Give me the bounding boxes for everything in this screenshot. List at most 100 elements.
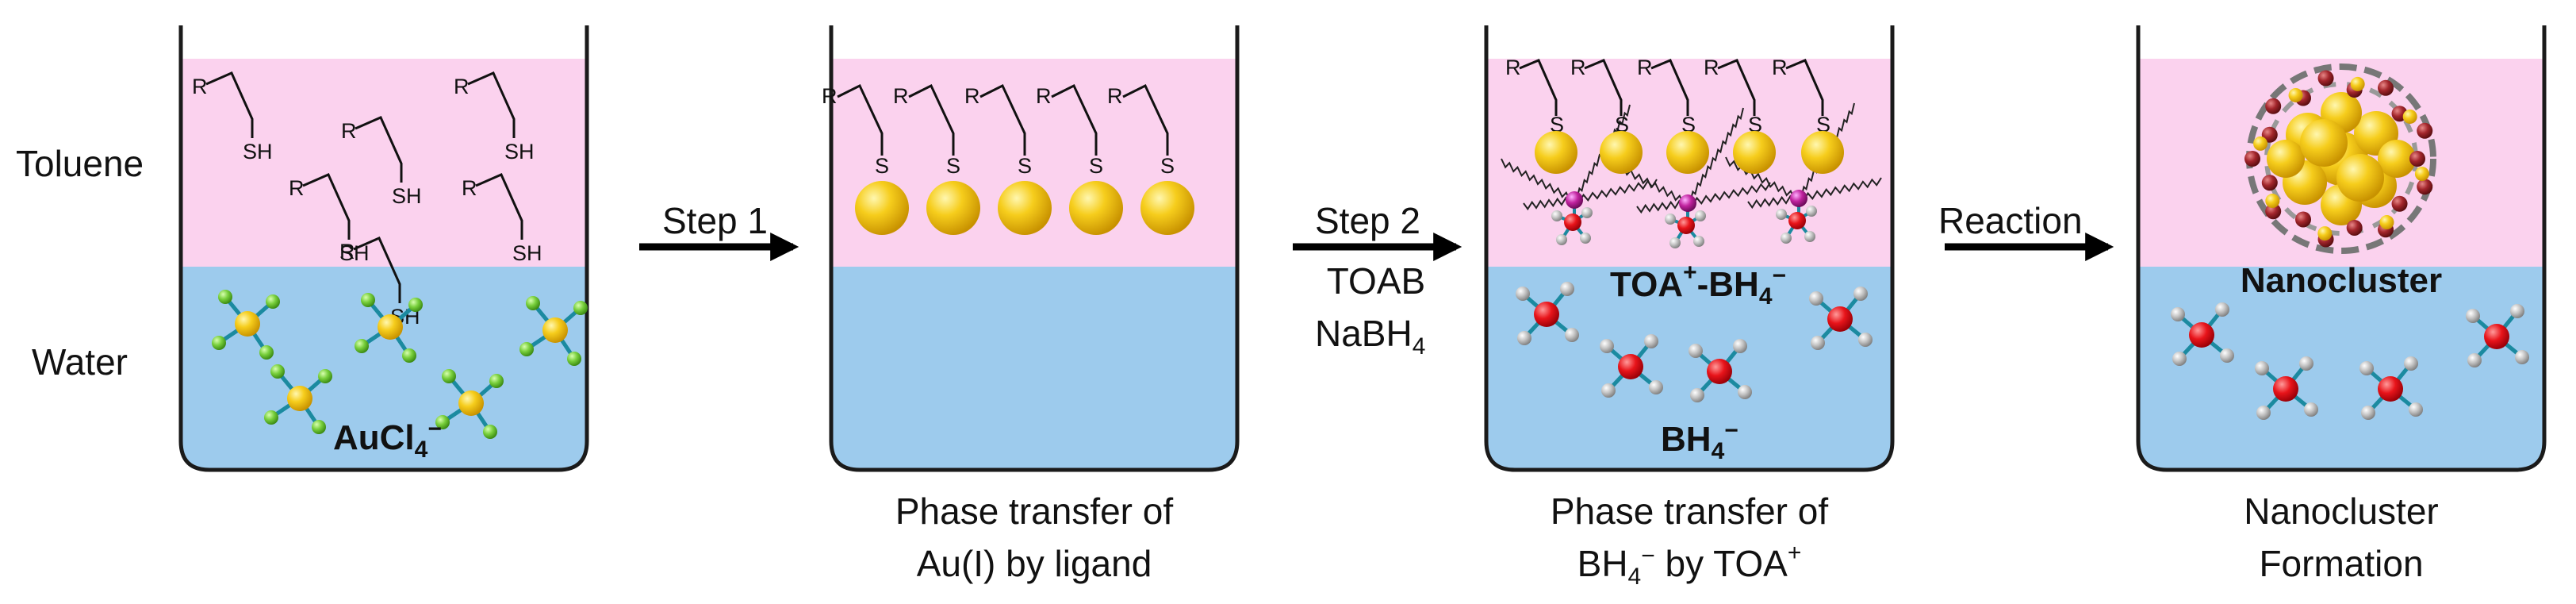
alkyl-chain: [1636, 199, 1689, 214]
toa-bh4-ion-pair: [1776, 190, 1817, 244]
hydrogen-atom: [2409, 402, 2423, 417]
bh4-label: BH4−: [1661, 417, 1738, 464]
beaker-2-water-phase: [831, 267, 1237, 470]
hydrogen-atom: [1693, 236, 1704, 247]
cluster-sulfur-atom: [2244, 151, 2260, 167]
cluster-gold-atom: [2336, 154, 2384, 202]
gold-thiolate-complex: RS: [893, 83, 980, 235]
boron-atom: [2484, 324, 2509, 349]
hydrogen-atom: [1689, 344, 1703, 358]
cluster-sulfur-atom: [2417, 179, 2433, 195]
chlorine-atom: [519, 342, 534, 356]
beaker-1-water-phase: [181, 267, 587, 470]
borohydride-molecule: [1516, 282, 1579, 345]
borohydride-molecule: [1600, 334, 1663, 398]
svg-text:R: R: [1704, 56, 1719, 79]
cluster-staple-gold-atom: [2288, 87, 2303, 102]
svg-text:R: R: [454, 75, 470, 98]
chlorine-atom: [264, 410, 278, 425]
gold-sphere: [998, 181, 1052, 235]
alkyl-chain: [1798, 177, 1882, 202]
hydrogen-atom: [2299, 356, 2313, 371]
gold-thiolate-complex: RS: [1704, 56, 1776, 174]
svg-text:R: R: [1505, 56, 1521, 79]
chlorine-atom: [361, 293, 375, 307]
beaker-4-water-phase: [2138, 267, 2544, 470]
cluster-staple-gold-atom: [2317, 226, 2333, 241]
chlorine-atom: [483, 425, 497, 439]
chlorine-atom: [489, 374, 504, 388]
chlorine-atom: [270, 364, 285, 379]
thiol-molecule: R SH: [192, 71, 273, 164]
chlorine-atom: [212, 336, 226, 350]
beaker-3-water-phase: [1486, 267, 1892, 470]
borohydride-molecule: [2466, 304, 2529, 367]
hydrogen-atom: [1551, 210, 1562, 221]
chlorine-atom: [567, 352, 581, 366]
toa-bh4-ion-pair: [1551, 191, 1593, 245]
cluster-sulfur-atom: [2261, 175, 2278, 191]
boron-atom: [1827, 306, 1853, 332]
toa-bh4-ion-pair: [1665, 194, 1706, 248]
svg-text:R: R: [1637, 56, 1653, 79]
svg-text:S: S: [1089, 154, 1103, 178]
thiol-molecule: R SH: [341, 116, 422, 208]
thiol-molecule: R SH: [462, 173, 542, 265]
svg-text:R: R: [339, 240, 355, 264]
boron-atom: [2378, 376, 2403, 402]
step-2-label: Step 2: [1315, 200, 1420, 241]
svg-text:S: S: [946, 154, 960, 178]
gold-thiolate-complex: RS: [1570, 56, 1643, 174]
aucl4-molecule: [355, 293, 423, 363]
gold-thiolate-complex: RS: [1107, 83, 1194, 235]
hydrogen-atom: [2215, 302, 2229, 317]
hydrogen-atom: [1809, 291, 1823, 306]
alkyl-chain: [1523, 196, 1575, 211]
cluster-sulfur-atom: [2378, 79, 2394, 96]
chlorine-atom: [442, 369, 456, 383]
svg-text:R: R: [341, 119, 357, 143]
gold-atom: [378, 314, 403, 340]
hydrogen-atom: [1665, 214, 1676, 225]
svg-text:R: R: [462, 176, 477, 200]
thiol-molecule: R SH: [454, 71, 535, 164]
hydrogen-atom: [2304, 402, 2318, 417]
gold-sphere: [1801, 131, 1844, 174]
svg-text:R: R: [1107, 84, 1123, 108]
gold-sphere: [1666, 131, 1709, 174]
aucl4-molecule: [212, 290, 280, 360]
gold-atom: [287, 386, 312, 411]
hydrogen-atom: [1776, 209, 1787, 220]
hydrogen-atom: [1556, 234, 1567, 245]
cluster-sulfur-atom: [2261, 126, 2278, 143]
svg-text:S: S: [1615, 113, 1629, 137]
hydrogen-atom: [2510, 304, 2524, 318]
step-1-label: Step 1: [662, 200, 768, 241]
hydrogen-atom: [2361, 406, 2375, 420]
arrow-reaction: Reaction: [1938, 200, 2114, 261]
boron-atom: [1534, 302, 1559, 327]
borohydride-molecule: [1809, 287, 1873, 350]
svg-text:SH: SH: [392, 184, 422, 208]
hydrogen-atom: [2172, 352, 2187, 366]
boron-atom: [2273, 376, 2298, 402]
svg-text:SH: SH: [504, 140, 535, 164]
chlorine-atom: [355, 339, 369, 353]
gold-sphere: [1535, 131, 1577, 174]
beaker-1-wall: [178, 25, 589, 472]
chlorine-atom: [218, 290, 232, 304]
hydrogen-atom: [2255, 361, 2269, 375]
svg-text:SH: SH: [512, 241, 542, 265]
gold-sphere: [1069, 181, 1123, 235]
boron-atom: [1564, 214, 1581, 231]
cluster-gold-atom: [2378, 140, 2416, 178]
gold-atom: [235, 311, 260, 337]
svg-text:R: R: [964, 84, 980, 108]
hydrogen-atom: [1669, 237, 1681, 248]
boron-atom: [2189, 322, 2214, 348]
hydrogen-atom: [1806, 206, 1817, 217]
water-label: Water: [32, 341, 128, 383]
